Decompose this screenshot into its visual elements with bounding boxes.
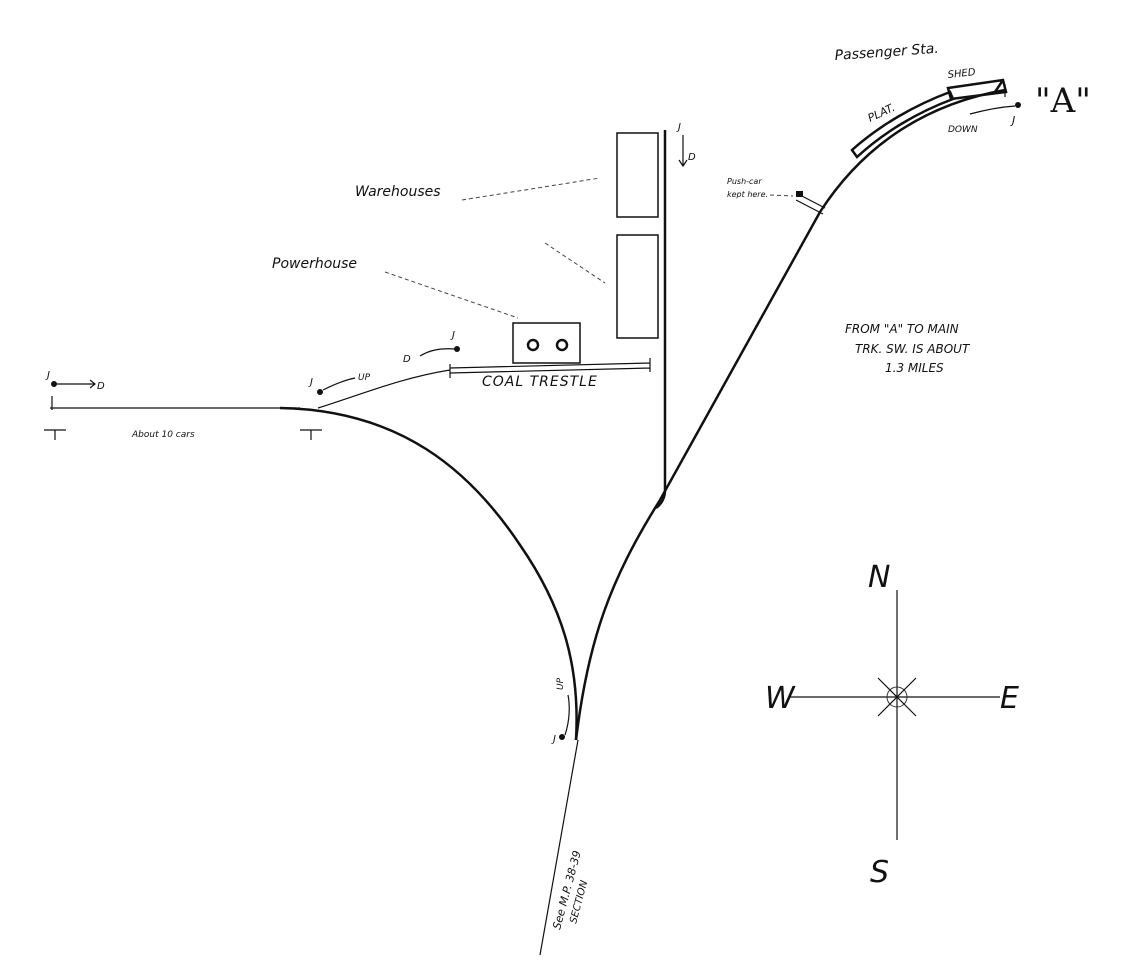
spur-limit-markers (44, 429, 322, 440)
switch-stand-left (51, 381, 57, 387)
shed-label: SHED (947, 67, 976, 81)
j-label-top: J (676, 122, 681, 133)
d-label-trestle: D (403, 354, 411, 365)
compass-south: S (870, 855, 889, 890)
j-label-bottom: J (551, 734, 556, 745)
d-label-left: D (97, 381, 105, 392)
powerhouse-leader (384, 271, 519, 319)
switch-stand-a (1015, 102, 1021, 108)
compass-axes (790, 590, 1000, 840)
down-label-right: DOWN (948, 125, 978, 135)
j-label-spur: J (308, 377, 313, 388)
smokestack-2 (555, 338, 569, 352)
distance-note-line-1: FROM "A" TO MAIN (845, 322, 959, 336)
point-a-label: "A" (1035, 81, 1091, 121)
trestle-branch-track (317, 369, 451, 409)
push-car-label: Push-car (727, 177, 762, 186)
passenger-station-label: Passenger Sta. (834, 41, 939, 64)
powerhouse-building (512, 322, 581, 364)
d-label-top: D (688, 152, 696, 163)
compass-west: W (765, 681, 796, 716)
arrow-left (57, 379, 96, 389)
station-shed (946, 78, 1008, 101)
powerhouse-label: Powerhouse (272, 256, 357, 272)
j-label-right: J (1010, 114, 1015, 127)
arrow-trestle (419, 348, 456, 357)
east-leg-track (574, 88, 1006, 741)
distance-note-line-3: 1.3 MILES (885, 361, 944, 375)
warehouse-1 (616, 132, 659, 218)
warehouses-label: Warehouses (355, 184, 441, 200)
station-platform (850, 90, 955, 159)
switch-stand-bottom (559, 734, 565, 740)
warehouses-leader-2 (544, 242, 606, 284)
arrow-top (678, 135, 688, 168)
arrow-up-left (322, 377, 356, 391)
compass-diagonals (877, 677, 917, 717)
switch-stand-spur (317, 389, 323, 395)
west-leg-track (279, 406, 578, 741)
up-label-bottom: UP (556, 677, 566, 690)
warehouse-siding (655, 130, 667, 509)
coal-trestle-label: COAL TRESTLE (482, 374, 598, 390)
warehouses-leader (461, 177, 601, 201)
compass-east: E (1000, 681, 1019, 716)
push-car (796, 191, 803, 197)
coal-trestle (449, 358, 651, 378)
j-label-left: J (45, 370, 50, 381)
arrow-up-bottom (564, 694, 570, 736)
j-label-trestle: J (450, 330, 455, 341)
push-car-label-2: kept here. (727, 190, 768, 199)
compass-center (886, 686, 908, 708)
south-main-track (539, 739, 579, 956)
compass-rose: N S E W (765, 560, 1019, 890)
warehouse-2 (616, 234, 659, 339)
switch-stand-trestle (454, 346, 460, 352)
compass-north: N (868, 560, 890, 595)
up-label-left: UP (358, 373, 371, 383)
distance-note-line-2: TRK. SW. IS ABOUT (855, 342, 971, 356)
arrow-down-right (969, 105, 1016, 115)
smokestack-1 (526, 338, 540, 352)
about-cars-label: About 10 cars (131, 430, 195, 440)
push-car-leader (769, 194, 794, 197)
